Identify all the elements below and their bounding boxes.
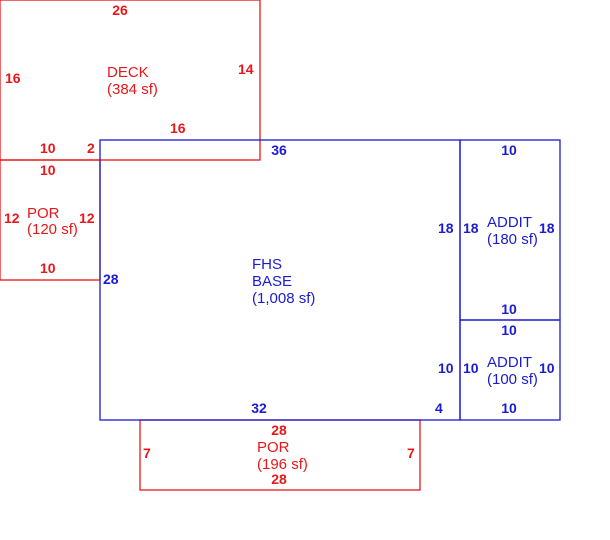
base-left-dim: 28 xyxy=(103,271,119,287)
deck-name: DECK xyxy=(107,64,149,81)
por-left-area-label: (120 sf) xyxy=(27,221,78,238)
base-bottom-dim: 32 xyxy=(251,400,267,416)
deck-left-dim: 16 xyxy=(5,70,21,86)
base-name-line2: BASE xyxy=(252,273,292,290)
addit-upper-bottom-dim: 10 xyxy=(501,301,517,317)
base-top-dim: 36 xyxy=(271,142,287,158)
addit-lower-right-dim: 10 xyxy=(539,360,555,376)
por-bottom-area-label: (196 sf) xyxy=(257,456,308,473)
por-left-name: POR xyxy=(27,205,60,222)
deck-area-label: (384 sf) xyxy=(107,81,158,98)
deck-step-dim: 2 xyxy=(87,140,95,156)
addit-lower-area-label: (100 sf) xyxy=(487,371,538,388)
addit-lower-outline xyxy=(459,319,561,421)
por-bottom-area: 28 7 7 28 POR (196 sf) xyxy=(139,419,421,491)
por-left-top-dim: 10 xyxy=(40,162,56,178)
por-left-left-dim: 12 xyxy=(4,210,20,226)
addit-upper-area: 10 18 18 10 ADDIT (180 sf) xyxy=(459,139,561,321)
por-bottom-top-dim: 28 xyxy=(271,422,287,438)
addit-upper-top-dim: 10 xyxy=(501,142,517,158)
por-bottom-bottom-dim: 28 xyxy=(271,471,287,487)
deck-outline xyxy=(0,0,261,161)
addit-lower-name: ADDIT xyxy=(487,354,532,371)
addit-lower-left-dim: 10 xyxy=(463,360,479,376)
base-area-label: (1,008 sf) xyxy=(252,290,315,307)
deck-area: 26 16 14 16 10 2 DECK (384 sf) xyxy=(0,0,261,161)
addit-upper-area-label: (180 sf) xyxy=(487,231,538,248)
por-left-bottom-dim: 10 xyxy=(40,260,56,276)
addit-lower-top-dim: 10 xyxy=(501,322,517,338)
addit-upper-right-dim: 18 xyxy=(539,220,555,236)
por-bottom-right-dim: 7 xyxy=(407,445,415,461)
base-name-line1: FHS xyxy=(252,256,282,273)
por-bottom-left-dim: 7 xyxy=(143,445,151,461)
base-right-lower-dim: 10 xyxy=(438,360,454,376)
por-left-area: 10 12 12 10 POR (120 sf) xyxy=(0,159,101,281)
base-area: 36 28 18 10 32 4 FHS BASE (1,008 sf) xyxy=(99,139,461,421)
por-bottom-name: POR xyxy=(257,439,290,456)
deck-bottom-dim: 16 xyxy=(170,120,186,136)
deck-bottom-left-dim: 10 xyxy=(40,140,56,156)
deck-top-dim: 26 xyxy=(112,2,128,18)
addit-lower-area: 10 10 10 10 ADDIT (100 sf) xyxy=(459,319,561,421)
deck-right-dim: 14 xyxy=(238,61,254,77)
addit-upper-left-dim: 18 xyxy=(463,220,479,236)
base-bottom-step-dim: 4 xyxy=(435,400,443,416)
addit-upper-name: ADDIT xyxy=(487,214,532,231)
addit-lower-bottom-dim: 10 xyxy=(501,400,517,416)
por-left-right-dim: 12 xyxy=(79,210,95,226)
base-right-dim: 18 xyxy=(438,220,454,236)
